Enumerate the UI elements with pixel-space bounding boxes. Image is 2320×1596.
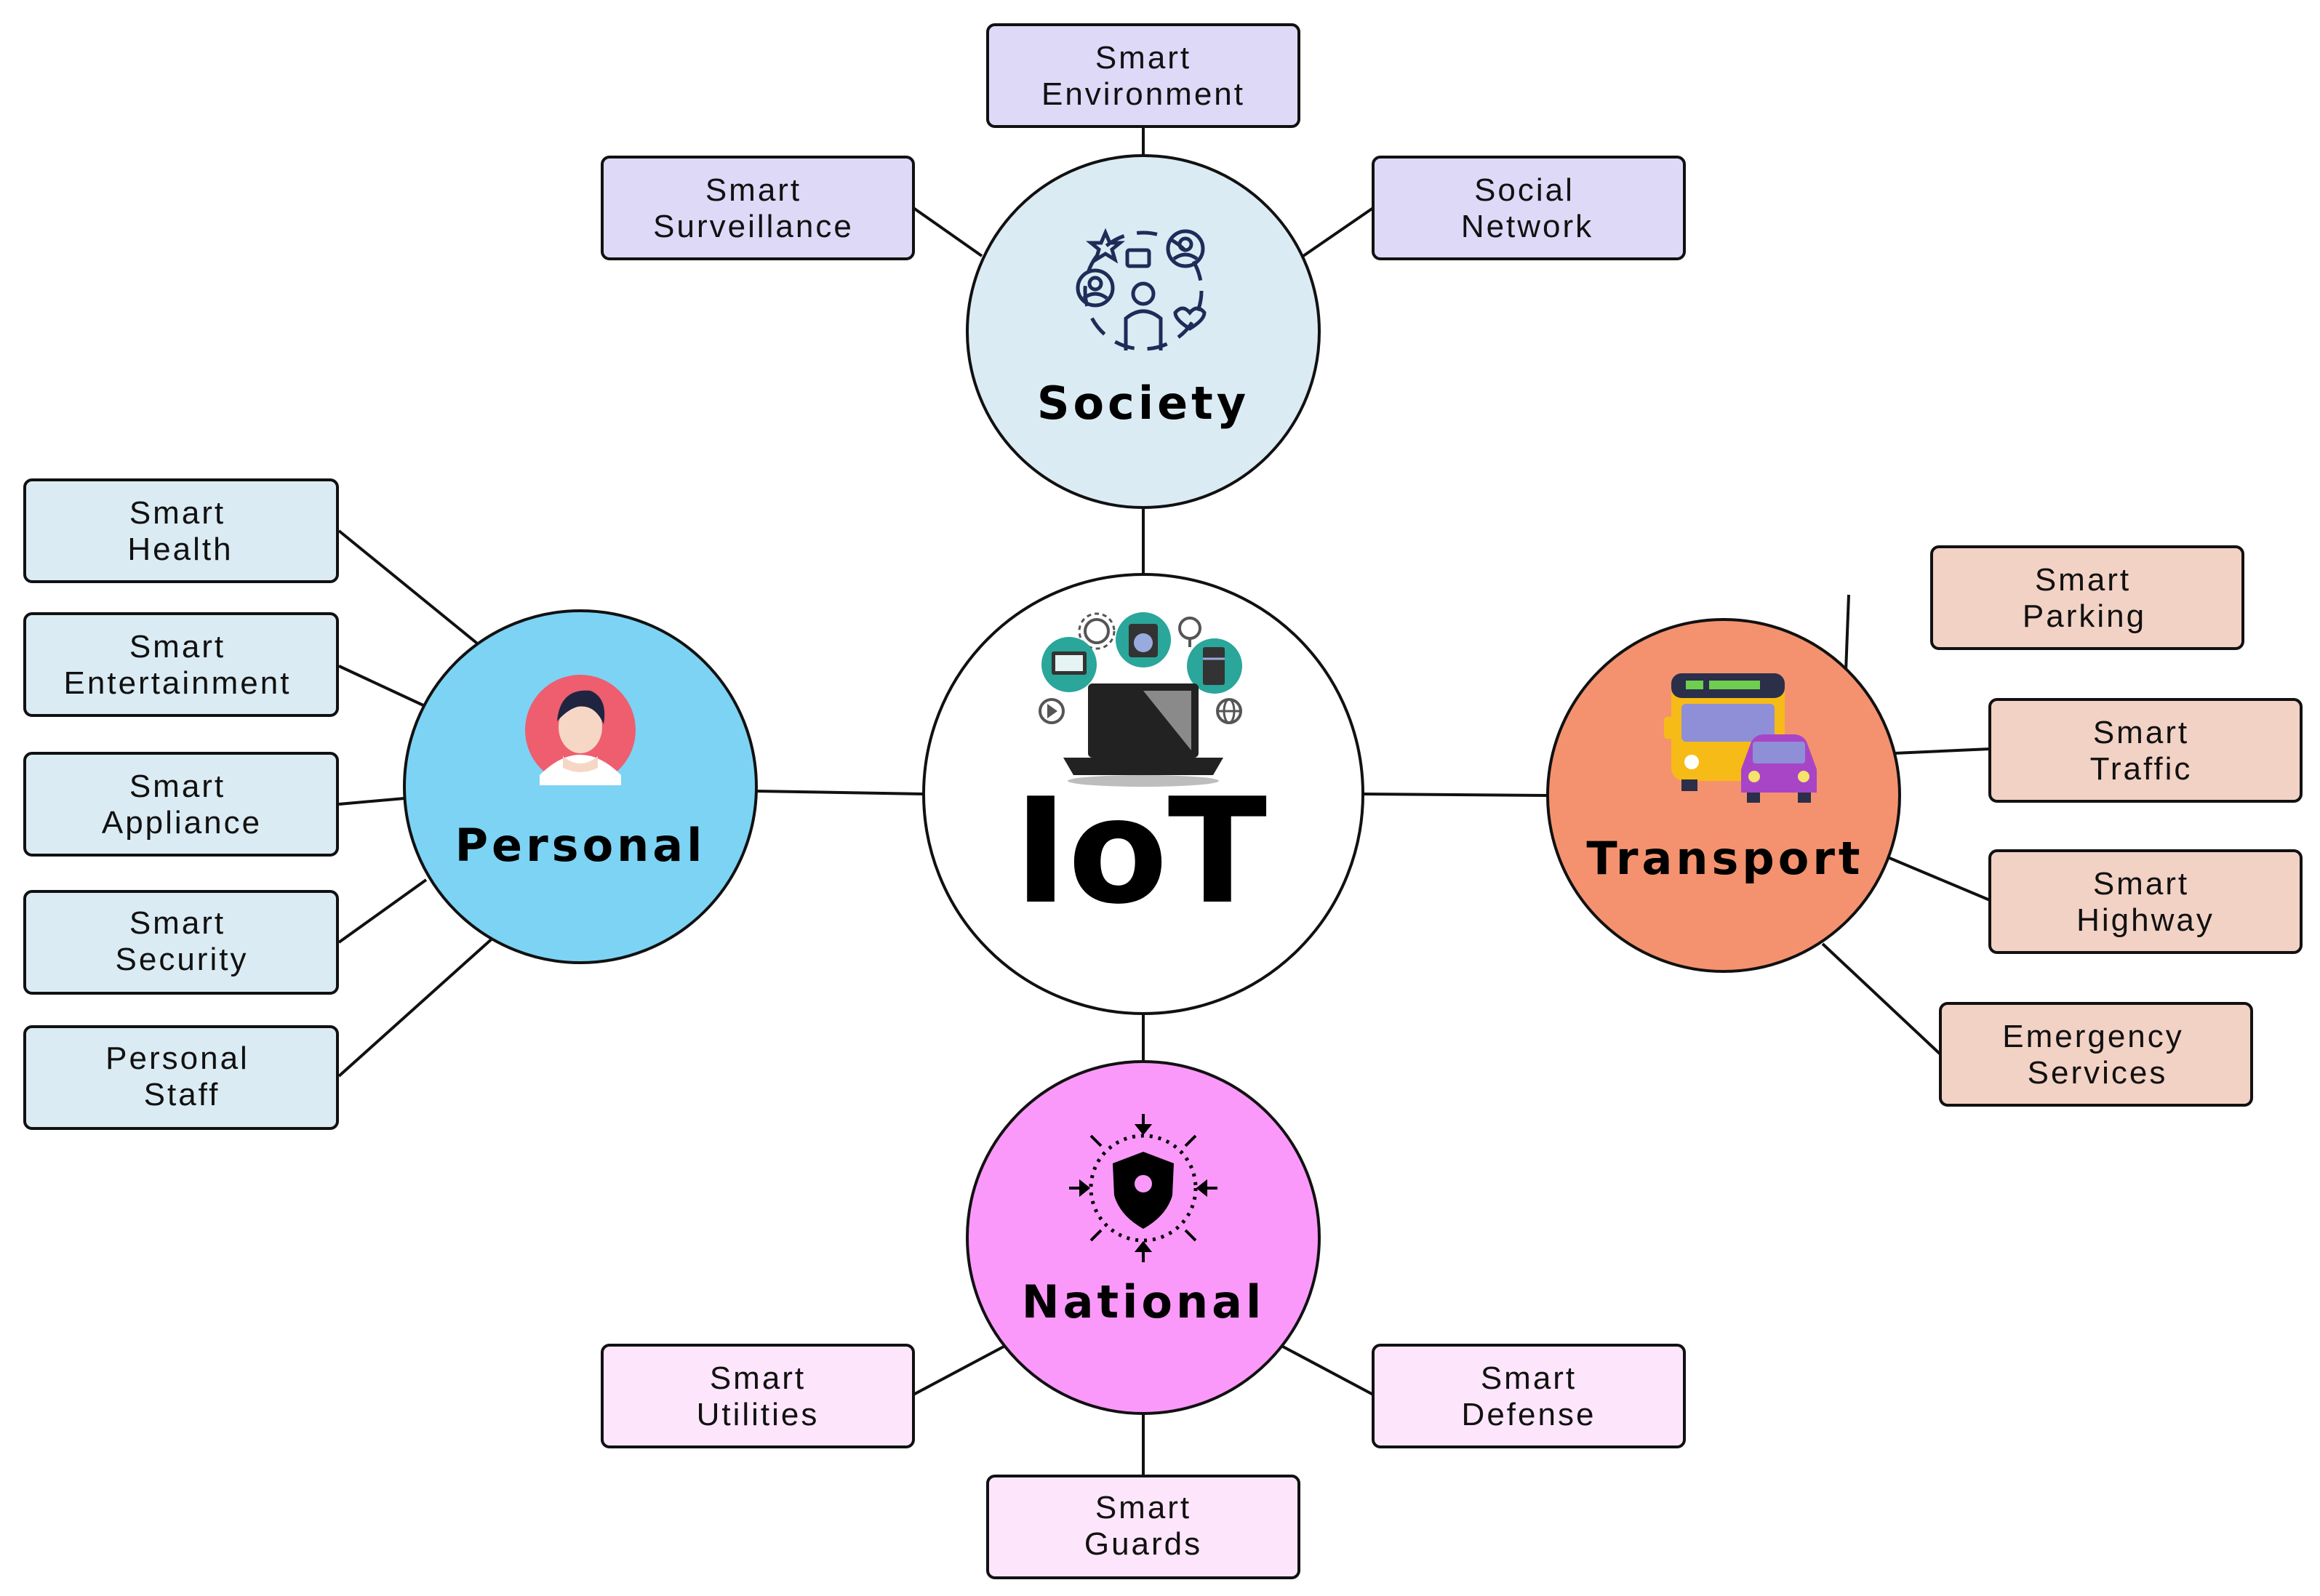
connectors <box>337 128 1991 1475</box>
leaf-box <box>986 1475 1300 1579</box>
leaf-line-1: Smart <box>2035 562 2131 598</box>
leaf-line-1: Smart <box>129 495 225 531</box>
leaf-box <box>23 612 339 717</box>
leaf-box <box>1372 156 1686 260</box>
personal-hub: Personal <box>403 609 758 964</box>
leaf-social-network[interactable]: Social Network <box>1372 156 1686 260</box>
connector-transport-highway <box>1889 857 1991 902</box>
leaf-box <box>23 890 339 995</box>
leaf-smart-utilities[interactable]: Smart Utilities <box>601 1344 915 1448</box>
leaf-line-2: Highway <box>2076 902 2215 938</box>
leaf-line-2: Staff <box>144 1077 220 1112</box>
transport-hub: Transport <box>1546 618 1901 973</box>
transport-hub-label: Transport <box>1586 832 1863 885</box>
leaf-emergency-services[interactable]: Emergency Services <box>1939 1002 2253 1107</box>
leaf-smart-surveillance[interactable]: Smart Surveillance <box>601 156 915 260</box>
leaf-line-2: Guards <box>1084 1526 1202 1562</box>
leaf-box <box>1372 1344 1686 1448</box>
leaf-box <box>1930 545 2244 650</box>
leaf-line-1: Smart <box>1095 40 1191 76</box>
connector-center-personal <box>756 790 926 795</box>
leaf-line-1: Smart <box>2093 866 2189 902</box>
leaf-line-2: Network <box>1461 209 1593 244</box>
leaf-line-2: Services <box>2028 1055 2168 1091</box>
leaf-line-2: Security <box>116 942 249 977</box>
leaf-box <box>601 156 915 260</box>
leaf-box <box>23 478 339 583</box>
society-hub-circle <box>966 154 1321 509</box>
leaf-line-1: Smart <box>1095 1490 1191 1525</box>
leaf-line-1: Smart <box>129 905 225 941</box>
leaf-smart-security[interactable]: Smart Security <box>23 890 339 995</box>
iot-center-node: IoT <box>922 573 1364 1015</box>
leaf-smart-appliance[interactable]: Smart Appliance <box>23 752 339 857</box>
leaf-box <box>23 752 339 857</box>
leaf-box <box>1988 849 2303 954</box>
connector-transport-traffic <box>1893 747 1991 755</box>
personal-hub-circle <box>403 609 758 964</box>
leaf-line-2: Parking <box>2023 598 2146 634</box>
personal-hub-label: Personal <box>455 819 706 872</box>
leaf-line-1: Smart <box>1481 1360 1577 1396</box>
leaf-line-2: Entertainment <box>64 665 292 701</box>
leaf-line-2: Health <box>127 532 233 567</box>
leaf-line-2: Environment <box>1041 76 1245 112</box>
leaf-line-1: Smart <box>129 769 225 804</box>
leaf-line-2: Defense <box>1462 1397 1596 1432</box>
leaf-box <box>986 23 1300 128</box>
person-avatar-icon <box>525 675 636 785</box>
leaf-smart-entertainment[interactable]: Smart Entertainment <box>23 612 339 717</box>
leaf-line-1: Emergency <box>2002 1019 2184 1054</box>
leaf-line-1: Smart <box>129 629 225 665</box>
leaf-box <box>23 1025 339 1130</box>
connector-national-utilities <box>913 1345 1004 1396</box>
people-network-icon <box>1076 228 1207 351</box>
connector-personal-staff <box>337 935 496 1078</box>
leaf-line-1: Smart <box>2093 715 2189 750</box>
leaf-smart-health[interactable]: Smart Health <box>23 478 339 583</box>
connector-society-social <box>1302 206 1375 257</box>
national-hub-label: National <box>1022 1275 1265 1328</box>
leaf-smart-guards[interactable]: Smart Guards <box>986 1475 1300 1579</box>
connector-transport-parking <box>1844 594 1850 673</box>
laptop-with-devices-icon <box>1039 612 1242 787</box>
leaf-line-1: Smart <box>705 172 801 208</box>
leaf-line-1: Smart <box>710 1360 806 1396</box>
leaf-line-2: Traffic <box>2090 751 2193 787</box>
bus-and-car-icon <box>1664 673 1817 803</box>
leaf-smart-highway[interactable]: Smart Highway <box>1988 849 2303 954</box>
connector-society-surveillance <box>912 206 983 257</box>
iot-center-circle <box>922 573 1364 1015</box>
leaf-personal-staff[interactable]: Personal Staff <box>23 1025 339 1130</box>
national-hub-circle <box>966 1060 1321 1415</box>
leaf-smart-parking[interactable]: Smart Parking <box>1930 545 2244 650</box>
leaf-box <box>1939 1002 2253 1107</box>
connector-personal-entertainment <box>338 665 424 707</box>
leaf-smart-traffic[interactable]: Smart Traffic <box>1988 698 2303 803</box>
connector-personal-security <box>337 878 428 944</box>
leaf-box <box>601 1344 915 1448</box>
connector-national-defense <box>1282 1345 1374 1396</box>
leaf-line-1: Personal <box>105 1040 249 1076</box>
leaf-line-2: Appliance <box>102 805 262 841</box>
connector-personal-appliance <box>338 797 405 806</box>
leaf-line-2: Utilities <box>697 1397 820 1432</box>
leaf-box <box>1988 698 2303 803</box>
transport-hub-circle <box>1546 618 1901 973</box>
leaf-smart-defense[interactable]: Smart Defense <box>1372 1344 1686 1448</box>
leaf-line-1: Social <box>1474 172 1575 208</box>
shield-defense-icon <box>1069 1114 1217 1262</box>
connector-transport-emergency <box>1821 942 1942 1056</box>
leaf-line-2: Surveillance <box>653 209 854 244</box>
society-hub-label: Society <box>1037 377 1249 430</box>
national-hub: National <box>966 1060 1321 1415</box>
iot-center-label: IoT <box>1014 767 1267 937</box>
leaf-smart-environment[interactable]: Smart Environment <box>986 23 1300 128</box>
connector-personal-health <box>337 529 481 647</box>
connector-center-transport <box>1362 793 1548 797</box>
society-hub: Society <box>966 154 1321 509</box>
